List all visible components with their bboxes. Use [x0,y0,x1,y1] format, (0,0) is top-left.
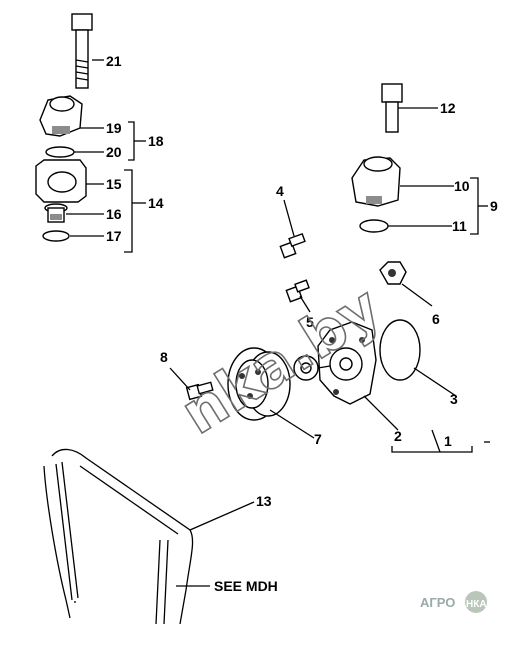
o-ring-11 [359,219,389,233]
callout-13: 13 [256,493,272,509]
callout-5: 5 [306,314,314,330]
belt-13 [43,448,255,625]
housing-19 [39,95,104,137]
callout-6: 6 [432,311,440,327]
callout-11: 11 [452,218,467,234]
water-pump-2 [293,321,399,431]
bolt-21 [71,13,104,89]
callout-7: 7 [314,431,322,447]
logo-text-left: АГРО [420,595,455,610]
gasket-3 [379,319,421,381]
callout-10: 10 [454,178,470,194]
callout-20: 20 [106,144,122,160]
callout-12: 12 [440,100,456,116]
gasket-17 [42,230,70,242]
callout-19: 19 [106,120,122,136]
callout-3: 3 [450,391,458,407]
housing-15 [35,159,104,203]
callout-4: 4 [276,183,284,199]
callout-9: 9 [490,198,498,214]
callout-14: 14 [148,195,164,211]
o-ring-20 [45,146,75,158]
bolt-4 [279,199,306,259]
callout-16: 16 [106,206,122,222]
callout-15: 15 [106,176,122,192]
housing-10 [351,156,454,207]
see-mdh-note: SEE MDH [214,578,278,594]
callout-2: 2 [394,428,402,444]
callout-21: 21 [106,53,122,69]
pulley-7 [227,347,315,439]
bolt-8 [169,367,214,401]
callout-8: 8 [160,349,168,365]
callout-1: 1 [444,433,452,449]
callout-17: 17 [106,228,122,244]
bolt-12 [381,83,438,133]
bolt-5 [285,279,311,313]
callout-18: 18 [148,133,164,149]
thermostat-16 [44,203,104,223]
logo-text-right: НКА [466,599,487,610]
agronka-logo: АГРО НКА [420,591,487,613]
nut-6 [379,261,433,307]
